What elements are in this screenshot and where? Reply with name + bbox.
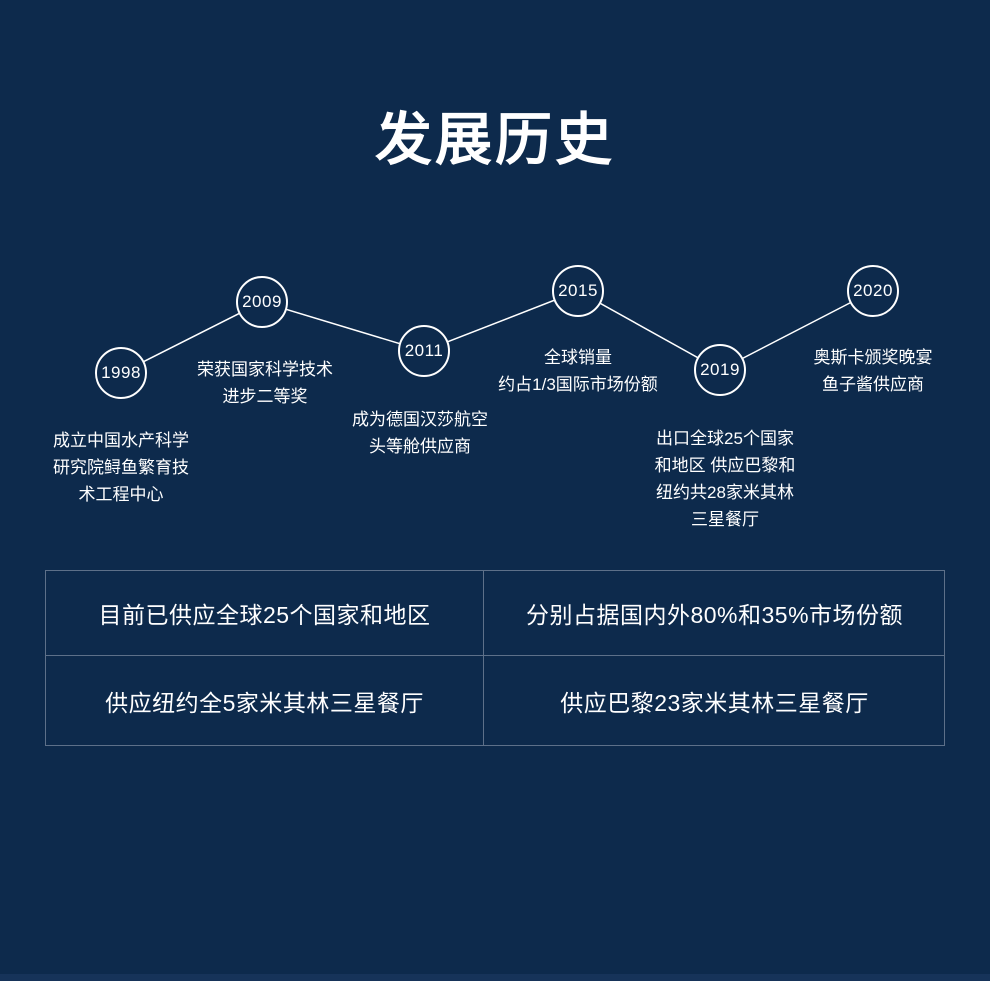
timeline-year-2009: 2009 [242, 292, 282, 311]
timeline-desc-2009: 荣获国家科学技术 进步二等奖 [197, 360, 333, 406]
timeline-desc-1998: 成立中国水产科学 研究院鲟鱼繁育技 术工程中心 [53, 431, 189, 504]
timeline-year-2015: 2015 [558, 281, 598, 300]
timeline-year-2019: 2019 [700, 360, 740, 379]
timeline-node-2011: 2011 [398, 325, 450, 377]
table-cell-market-share: 分别占据国内外80%和35%市场份额 [484, 571, 945, 656]
timeline-node-2019: 2019 [694, 344, 746, 396]
table-cell-newyork: 供应纽约全5家米其林三星餐厅 [46, 656, 484, 745]
timeline-year-1998: 1998 [101, 363, 141, 382]
table-cell-paris: 供应巴黎23家米其林三星餐厅 [560, 689, 869, 716]
timeline-desc-2015: 全球销量 约占1/3国际市场份额 [498, 348, 658, 394]
timeline-desc-2011: 成为德国汉莎航空 头等舱供应商 [352, 410, 488, 456]
page-title: 发展历史 [375, 108, 615, 172]
timeline-desc-2019: 出口全球25个国家 和地区 供应巴黎和 纽约共28家米其林 三星餐厅 [654, 429, 796, 529]
table-cell-countries: 目前已供应全球25个国家和地区 [46, 571, 484, 656]
timeline-year-2011: 2011 [404, 341, 444, 360]
timeline-desc-2020: 奥斯卡颁奖晚宴 鱼子酱供应商 [813, 348, 933, 394]
timeline-node-2020: 2020 [847, 265, 899, 317]
timeline-node-2009: 2009 [236, 276, 288, 328]
timeline-node-2015: 2015 [552, 265, 604, 317]
timeline-node-1998: 1998 [95, 347, 147, 399]
summary-table: 目前已供应全球25个国家和地区 分别占据国内外80%和35%市场份额 供应纽约全… [45, 570, 945, 746]
bottom-strip [0, 974, 990, 981]
timeline-year-2020: 2020 [853, 281, 893, 300]
